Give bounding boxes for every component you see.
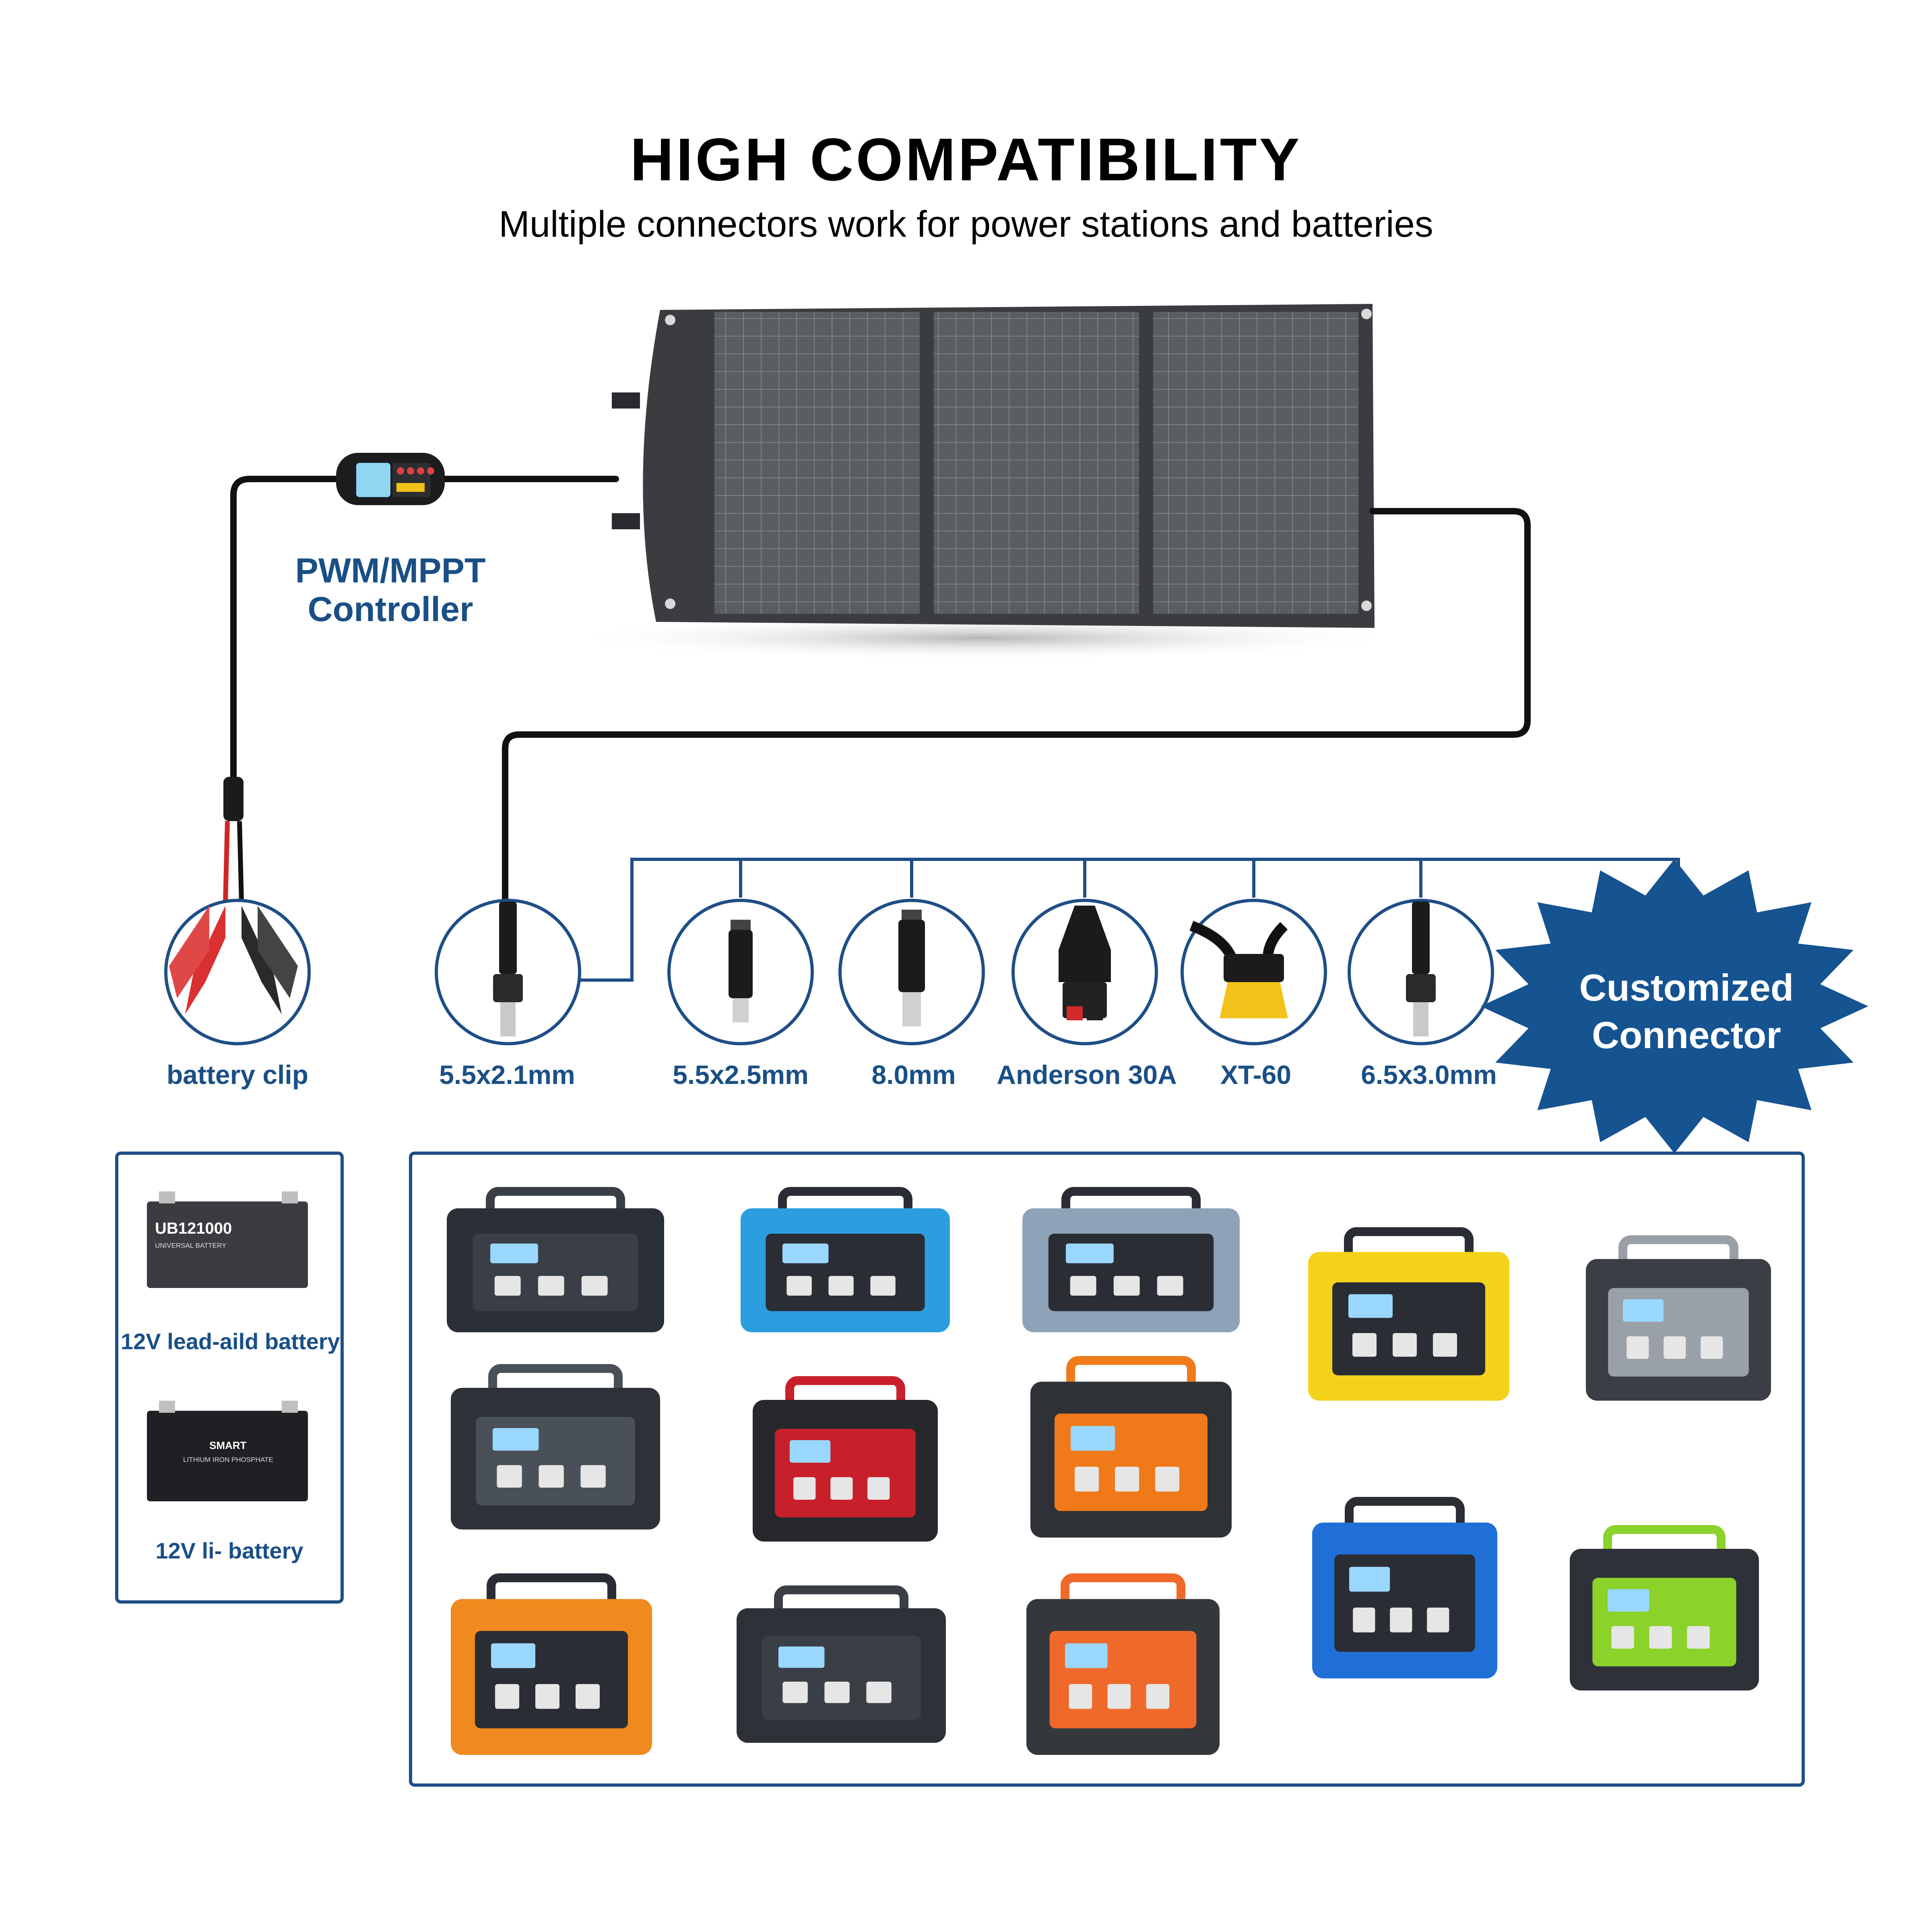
battery-label-lead-acid: 12V lead-aild battery [121, 1329, 340, 1354]
power-station-icon [1022, 1187, 1240, 1332]
battery-case-text: UB121000 [155, 1220, 232, 1237]
power-station-icon [737, 1585, 946, 1743]
panel-tab [612, 513, 640, 529]
cables [230, 476, 1531, 905]
power-station-grid [447, 1187, 1771, 1755]
grommet [665, 315, 675, 325]
power-station-icon [1030, 1356, 1232, 1538]
page-title: HIGH COMPATIBILITY [630, 126, 1302, 193]
power-station-icon [1026, 1573, 1220, 1755]
connector-rings [164, 899, 1494, 1045]
battery-frame [115, 1152, 344, 1604]
dc-plug-icon [493, 902, 523, 1036]
lead-acid-battery: UB121000 UNIVERSAL BATTERY [147, 1191, 308, 1288]
connector-label-battery-clip: battery clip [166, 1060, 309, 1090]
power-station-icon [451, 1573, 652, 1755]
grommet [1361, 309, 1372, 319]
battery-case-text: SMART [209, 1439, 247, 1451]
power-station-icon [451, 1364, 660, 1530]
power-station-icon [741, 1187, 950, 1332]
dc-female-jack-icon [729, 920, 753, 1022]
power-station-icon [753, 1376, 938, 1542]
panel-shadow [559, 616, 1405, 660]
connector-label-5521: 5.5x2.1mm [439, 1060, 575, 1090]
power-station-frame [409, 1152, 1805, 1787]
battery-clip-icon [169, 906, 298, 1014]
customized-connector-badge [1480, 859, 1868, 1154]
page-subtitle: Multiple connectors work for power stati… [499, 204, 1433, 245]
dc-plug-icon [1406, 902, 1436, 1036]
power-station-icon [1570, 1525, 1759, 1690]
anderson-connector-icon [1059, 906, 1111, 1020]
connector-label-xt60: XT-60 [1220, 1060, 1292, 1090]
battery-case-subtext: LITHIUM IRON PHOSPHATE [183, 1456, 273, 1463]
power-station-icon [1308, 1227, 1509, 1401]
clip-leads [223, 777, 244, 902]
battery-label-lithium: 12V li- battery [155, 1538, 303, 1563]
battery-case-subtext: UNIVERSAL BATTERY [155, 1242, 226, 1249]
dc-female-jack-icon [898, 910, 925, 1026]
controller-to-clip-cable [230, 476, 341, 780]
connector-label-5525: 5.5x2.5mm [673, 1060, 809, 1090]
grommet [1361, 601, 1372, 611]
panel-tab [612, 392, 640, 409]
xt60-connector-icon [1189, 921, 1288, 1018]
solar-panel [559, 304, 1405, 660]
power-station-icon [1312, 1497, 1497, 1678]
grommet [665, 599, 675, 609]
panel-cell-1 [714, 312, 920, 614]
connector-label-8mm: 8.0mm [871, 1060, 956, 1090]
lithium-battery: SMART LITHIUM IRON PHOSPHATE [147, 1401, 308, 1501]
connector-label-6530: 6.5x3.0mm [1361, 1060, 1497, 1090]
power-station-icon [1586, 1235, 1771, 1401]
panel-cell-3 [1153, 312, 1358, 614]
pwm-controller [336, 453, 445, 505]
panel-cell-2 [934, 312, 1139, 614]
panel-to-dc-cable [502, 508, 1531, 905]
power-station-icon [447, 1187, 664, 1332]
connector-label-anderson: Anderson 30A [997, 1060, 1177, 1090]
